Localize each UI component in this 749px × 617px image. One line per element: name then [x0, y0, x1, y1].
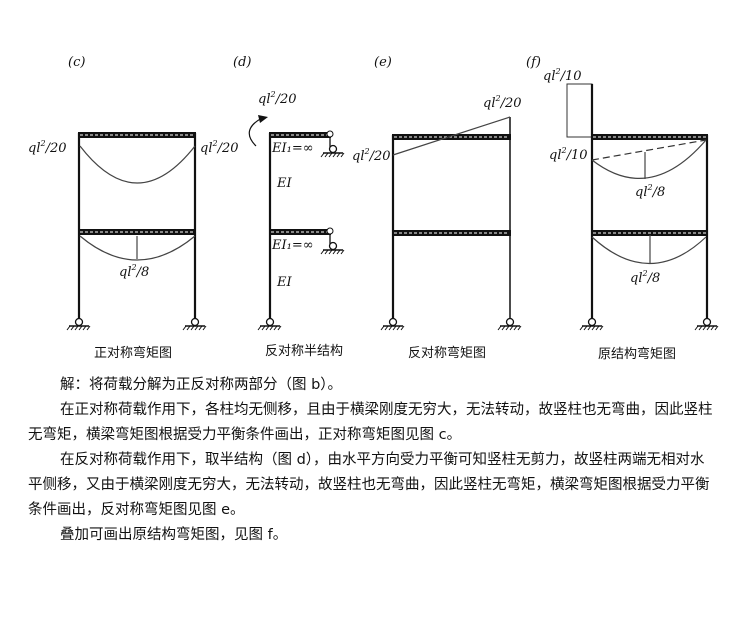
figure-d-tag: (d): [233, 55, 251, 70]
moment-curve-bottom: [591, 236, 707, 265]
paragraph: 在正对称荷载作用下，各柱均无侧移，且由于横梁刚度无穷大，无法转动，故竖柱也无弯曲…: [28, 402, 713, 443]
moment-curve-top: [591, 139, 707, 179]
figure-d-caption: 反对称半结构: [265, 344, 343, 359]
pin-support-icon: [497, 317, 522, 331]
pin-support-icon: [579, 317, 604, 331]
pin-support-icon: [694, 317, 719, 331]
pin-support-icon: [257, 317, 282, 331]
beam-bottom: [591, 230, 708, 236]
moment-label-mid: ql2/8: [119, 263, 149, 280]
beam-top: [78, 132, 196, 138]
figure-e-caption: 反对称弯矩图: [408, 345, 486, 361]
solution-text: 解：将荷载分解为正反对称两部分（图 b）。 在正对称荷载作用下，各柱均无侧移，且…: [28, 373, 718, 548]
pin-support-icon: [182, 317, 207, 331]
half-beam-bottom: [269, 229, 331, 235]
roller-support-icon: [320, 241, 345, 255]
moment-label-left: ql2/10: [549, 146, 588, 163]
pin-support-icon: [380, 317, 405, 331]
beam-top: [392, 134, 511, 140]
applied-moment-label: ql2/20: [258, 90, 297, 107]
moment-label-right: ql2/20: [200, 139, 239, 156]
pin-support-icon: [66, 317, 91, 331]
column-moment-block: [566, 83, 593, 138]
figure-d: (d) ql2/20 EI₁=∞ EI EI₁=∞ EI 反对称半结构: [233, 55, 345, 359]
figure-f-caption: 原结构弯矩图: [598, 346, 676, 362]
paragraph: 在反对称荷载作用下，取半结构（图 d），由水平方向受力平衡可知竖柱无剪力，故竖柱…: [28, 452, 710, 518]
moment-line: [392, 116, 511, 156]
stiffness-label: EI₁=∞: [271, 141, 314, 156]
stiffness-label: EI: [276, 275, 292, 290]
paragraph: 叠加可画出原结构弯矩图，见图 f。: [60, 527, 288, 543]
figure-c-caption: 正对称弯矩图: [94, 345, 172, 361]
half-beam-top: [269, 132, 331, 138]
moment-label-top: ql2/10: [543, 67, 582, 84]
bending-moment-diagrams: (c) ql2/20 ql2/20 ql2/8 正对称弯矩图 (d) ql2/2…: [28, 55, 719, 362]
figure-c-tag: (c): [68, 55, 85, 70]
moment-curve-top: [79, 145, 196, 184]
moment-curve-bottom: [79, 235, 196, 261]
dashed-base-line: [591, 139, 707, 161]
stiffness-label: EI: [276, 176, 292, 191]
moment-label-right: ql2/20: [483, 94, 522, 111]
figure-e-tag: (e): [374, 55, 392, 70]
figure-f: (f) ql2/10 ql2/10 ql2/8 ql2/8 原结构弯矩图: [526, 55, 719, 362]
moment-label-left: ql2/20: [352, 147, 391, 164]
figure-f-tag: (f): [526, 55, 541, 70]
beam-bottom: [392, 230, 511, 236]
moment-label-mid-top: ql2/8: [635, 183, 665, 200]
paragraph: 解：将荷载分解为正反对称两部分（图 b）。: [60, 377, 343, 393]
beam-bottom: [78, 229, 196, 235]
moment-label-mid-bottom: ql2/8: [630, 269, 660, 286]
moment-label-left: ql2/20: [28, 139, 67, 156]
moment-arrow-icon: [248, 117, 263, 147]
stiffness-label: EI₁=∞: [271, 238, 314, 253]
figure-c: (c) ql2/20 ql2/20 ql2/8 正对称弯矩图: [28, 55, 239, 361]
beam-top: [591, 134, 708, 140]
figure-e: (e) ql2/20 ql2/20 反对称弯矩图: [352, 55, 522, 361]
roller-support-icon: [320, 144, 345, 158]
